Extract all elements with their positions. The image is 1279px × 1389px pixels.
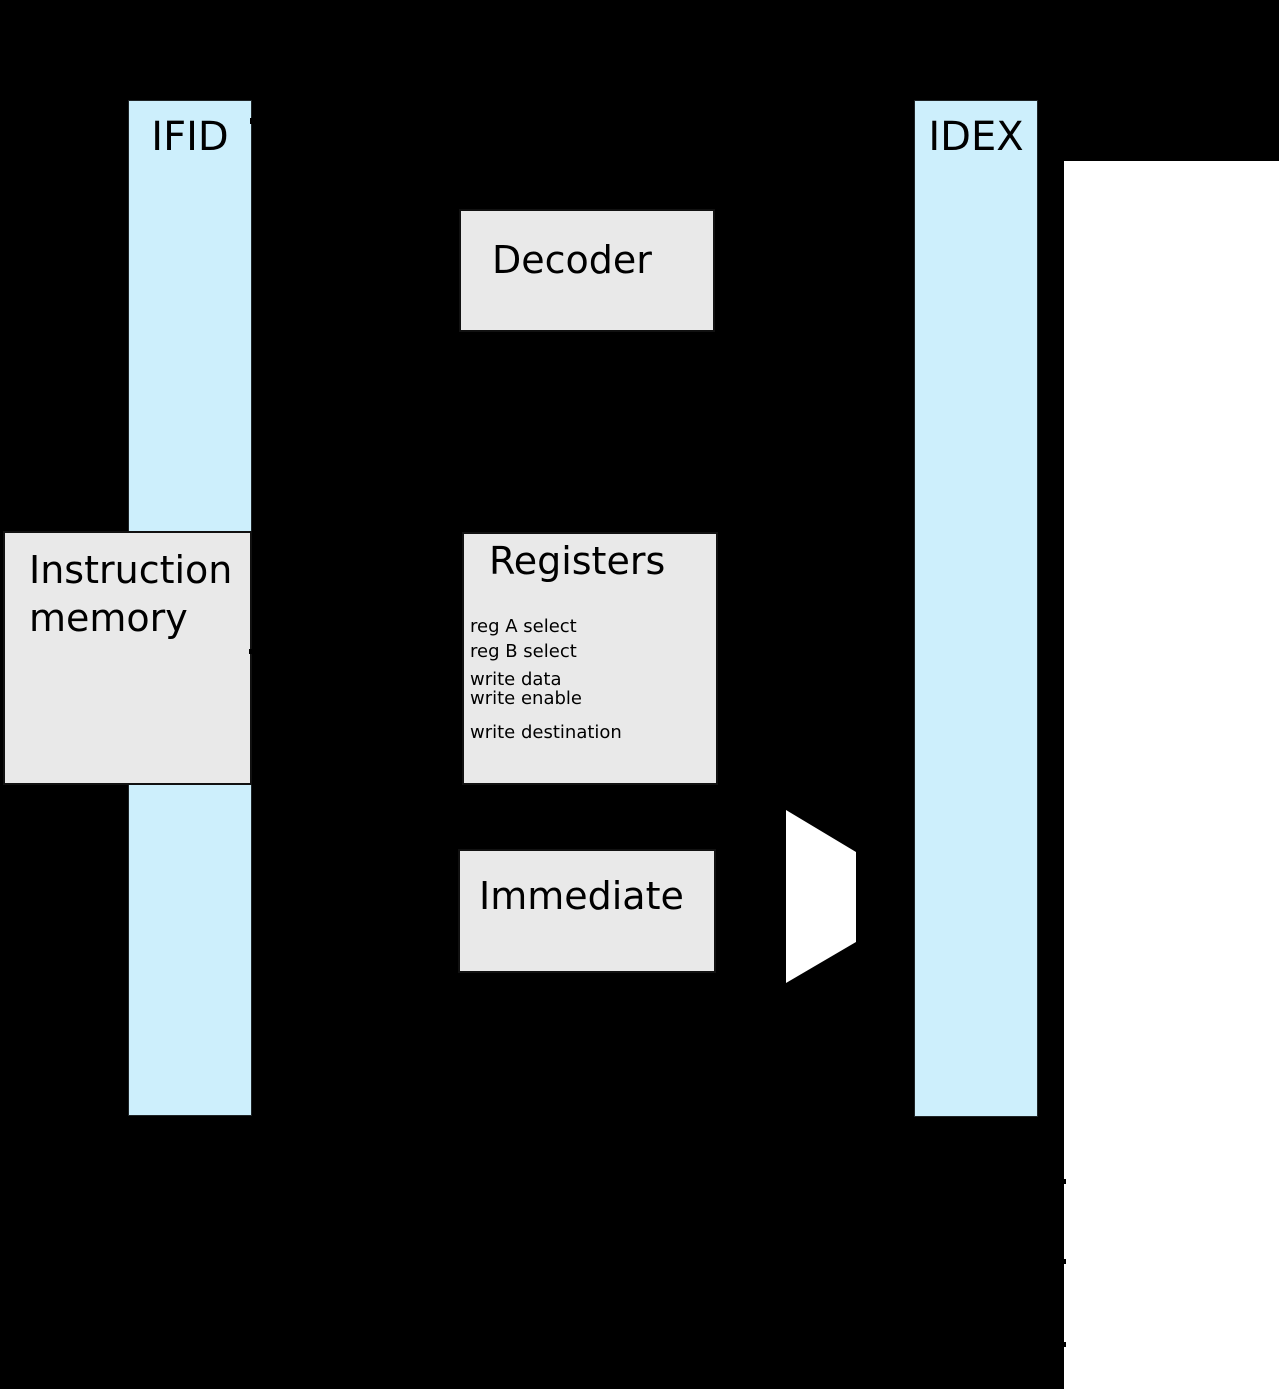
wire-stub-panel-top	[1056, 1179, 1066, 1184]
registers-port-write-enable: write enable	[470, 688, 582, 709]
immediate-label: Immediate	[479, 874, 684, 918]
wire-stub-ifid-top-right	[250, 118, 253, 124]
instruction-memory-label: Instruction memory	[29, 548, 233, 640]
registers-port-write-destination: write destination	[470, 722, 622, 743]
wire-stub-instruction-memory-output	[249, 649, 255, 654]
wire-stub-panel-middle	[1056, 1259, 1066, 1264]
wire-stub-panel-bottom	[1056, 1342, 1066, 1347]
idex-pipeline-register: IDEX	[914, 100, 1038, 1117]
ifid-label: IFID	[151, 114, 229, 160]
decoder-block: Decoder	[459, 209, 715, 332]
registers-port-reg-b-select: reg B select	[470, 641, 577, 662]
registers-block: Registers reg A select reg B select writ…	[462, 532, 718, 785]
instruction-memory-block: Instruction memory	[3, 531, 252, 785]
mux-shape	[786, 810, 856, 983]
next-stage-white-region	[1064, 161, 1279, 1389]
decoder-label: Decoder	[492, 238, 652, 282]
registers-title: Registers	[489, 539, 666, 583]
registers-port-write-data: write data	[470, 669, 562, 690]
immediate-block: Immediate	[458, 849, 716, 973]
idex-label: IDEX	[928, 114, 1024, 160]
registers-port-reg-a-select: reg A select	[470, 616, 577, 637]
